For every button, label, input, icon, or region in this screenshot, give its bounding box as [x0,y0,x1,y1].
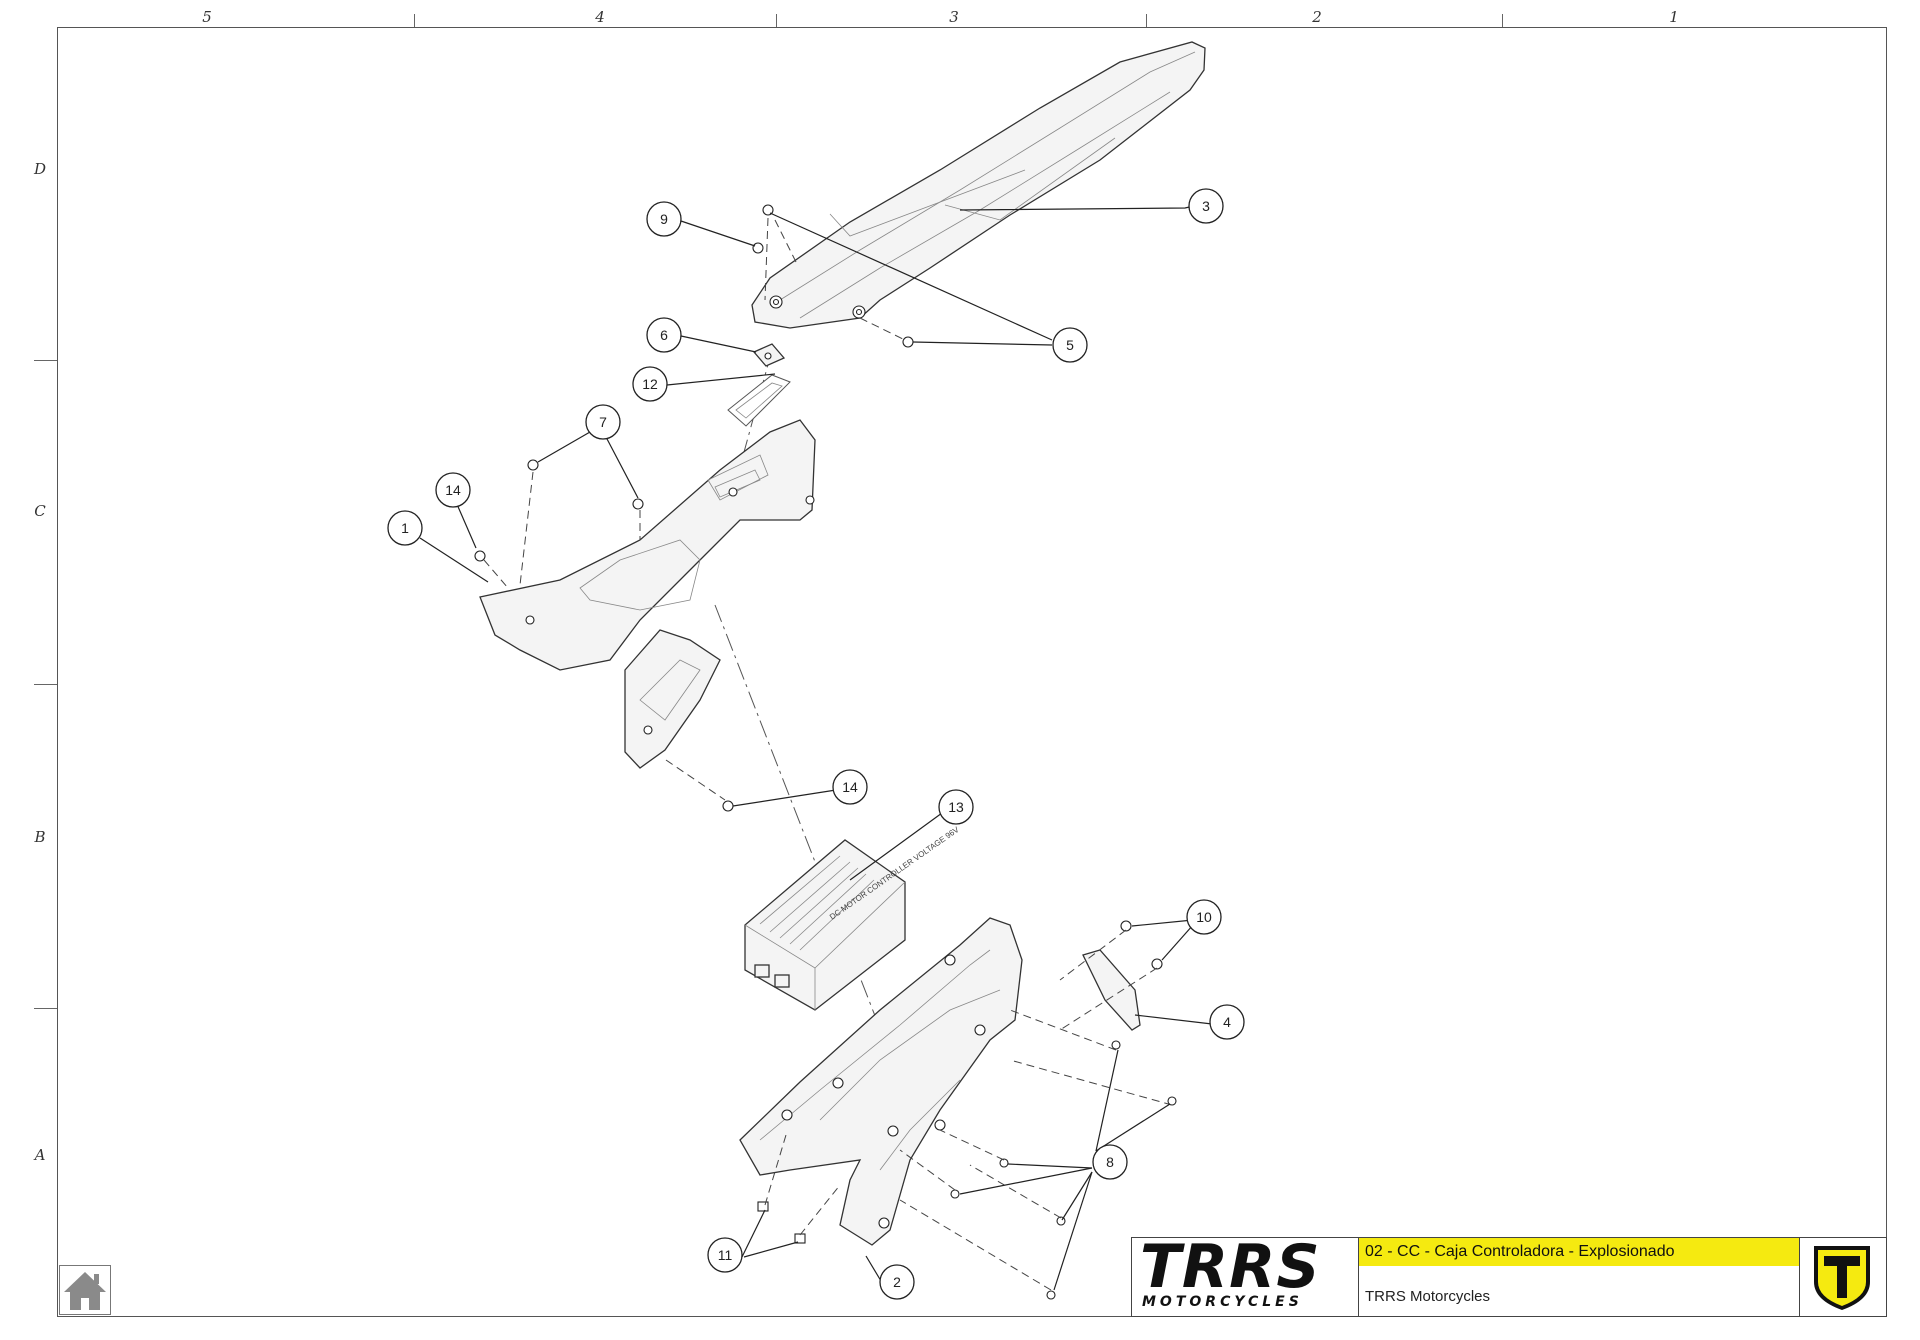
svg-text:7: 7 [599,414,607,430]
callout-13: 13 [938,789,974,825]
fastener-screws [474,204,1177,1300]
callout-3: 3 [1188,188,1224,224]
row-divider [34,1008,57,1009]
column-divider [1146,14,1147,27]
company-name: TRRS Motorcycles [1359,1266,1799,1316]
brand-logo: TRRS MOTORCYCLES [1132,1232,1359,1316]
svg-text:14: 14 [445,482,461,498]
callout-7: 7 [585,404,621,440]
callout-12: 12 [632,366,668,402]
svg-text:9: 9 [660,211,668,227]
trrs-shield-icon [1799,1238,1887,1316]
callout-10: 10 [1186,899,1222,935]
callout-1: 1 [387,510,423,546]
svg-text:3: 3 [1202,198,1210,214]
row-divider [34,360,57,361]
row-divider [34,684,57,685]
logo-subtext: MOTORCYCLES [1142,1294,1303,1310]
callout-14-lower: 14 [832,769,868,805]
svg-text:13: 13 [948,799,964,815]
column-label-1: 1 [1669,8,1679,26]
column-divider [414,14,415,27]
callout-14-upper: 14 [435,472,471,508]
part-upper-cover [479,419,816,769]
svg-text:5: 5 [1066,337,1074,353]
svg-text:8: 8 [1106,1154,1114,1170]
callout-9: 9 [646,201,682,237]
svg-text:11: 11 [718,1247,733,1263]
part-side-plate [1082,949,1141,1031]
callout-11: 11 [707,1237,743,1273]
callout-8: 8 [1092,1144,1128,1180]
part-rear-fender [751,41,1206,329]
svg-text:12: 12 [642,376,658,392]
callout-5: 5 [1052,327,1088,363]
column-label-5: 5 [202,8,212,26]
svg-text:2: 2 [893,1274,901,1290]
drawing-title: 02 - CC - Caja Controladora - Explosiona… [1359,1238,1799,1266]
row-label-b: B [34,828,46,846]
home-icon [64,1272,106,1310]
sheet-frame [57,27,1887,1317]
svg-text:1: 1 [401,520,409,536]
assembly-axis-line [714,604,901,1081]
part-clip-nut [752,343,786,367]
svg-text:14: 14 [842,779,858,795]
svg-text:10: 10 [1196,909,1212,925]
callout-2: 2 [879,1264,915,1300]
row-label-a: A [34,1146,46,1164]
callout-6: 6 [646,317,682,353]
part-lower-housing [739,917,1023,1246]
svg-text:4: 4 [1223,1014,1231,1030]
home-button[interactable] [59,1265,111,1315]
row-label-c: C [34,502,46,520]
column-label-4: 4 [595,8,605,26]
callout-4: 4 [1209,1004,1245,1040]
assembly-guides [483,217,1173,1291]
row-label-d: D [33,160,47,178]
svg-text:6: 6 [660,327,668,343]
title-block: TRRS MOTORCYCLES 02 - CC - Caja Controla… [1131,1232,1887,1317]
column-divider [1502,14,1503,27]
logo-text: TRRS [1140,1232,1321,1302]
column-label-3: 3 [949,8,959,26]
column-divider [776,14,777,27]
part-gasket [727,374,791,427]
leader-lines [419,205,1213,1291]
column-label-2: 2 [1312,8,1322,26]
